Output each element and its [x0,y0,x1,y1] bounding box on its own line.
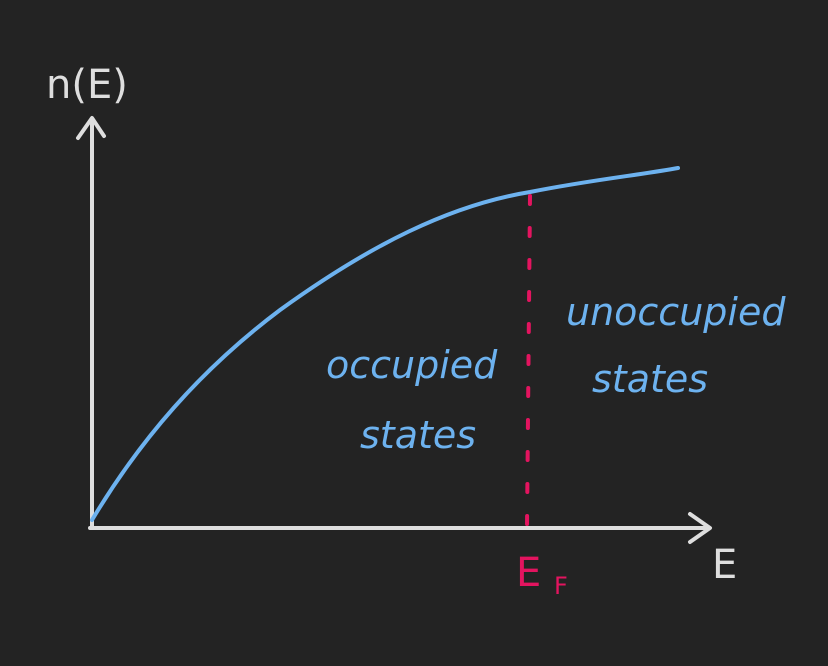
fermi-level-label: E F [516,550,568,600]
density-curve [90,166,680,522]
fermi-level-line [525,194,532,530]
unoccupied-states-label-line2: states [592,357,708,401]
y-axis-label: n(E) [46,62,128,108]
fermi-level-letter: E [516,550,541,596]
unoccupied-states-label-line1: unoccupied [566,290,786,334]
x-axis-arrowhead [688,512,712,544]
occupied-states-label-line1: occupied [326,343,498,387]
y-axis-arrowhead [76,116,106,140]
x-axis-label: E [712,542,737,588]
fermi-level-subscript: F [554,572,568,600]
occupied-states-label-line2: states [360,413,476,457]
